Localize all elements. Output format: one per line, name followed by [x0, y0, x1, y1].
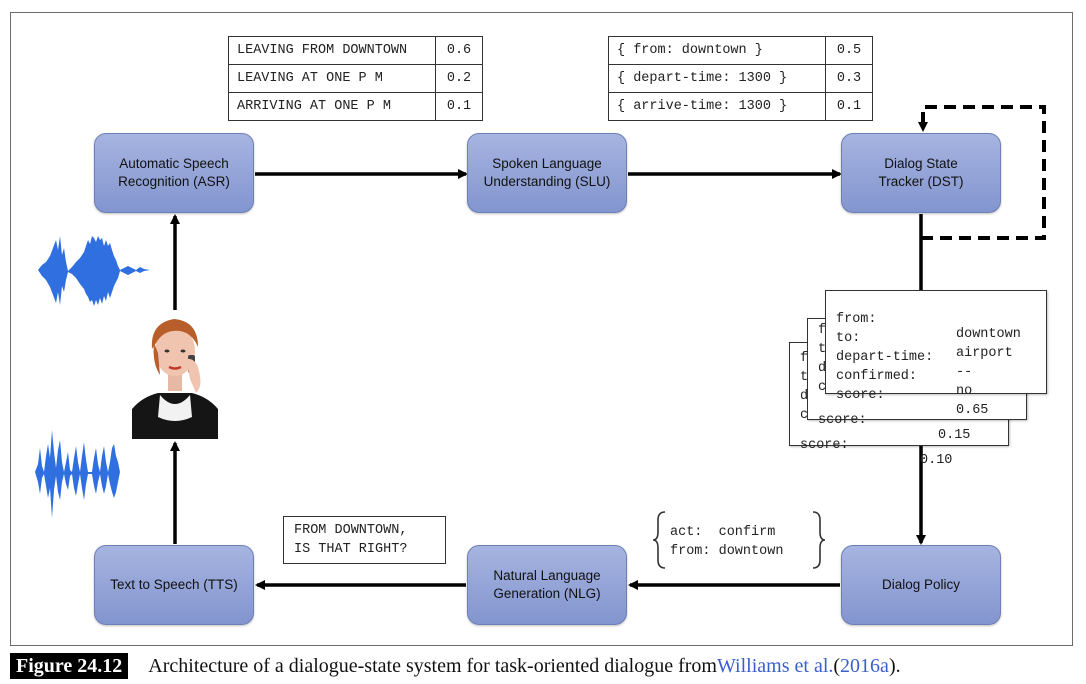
card-score-label: score:: [818, 413, 867, 428]
card-slot-row: depart-time: --: [836, 335, 1038, 380]
hypothesis-score: 0.1: [825, 92, 873, 121]
slot-name: confirmed:: [836, 369, 918, 384]
slu-node: Spoken Language Understanding (SLU): [467, 133, 627, 213]
card-slot-row: confirmed: no: [836, 354, 1038, 399]
hypothesis-text: ARRIVING AT ONE P M: [228, 92, 436, 121]
dst-node: Dialog State Tracker (DST): [841, 133, 1001, 213]
slu-hypotheses-table: { from: downtown }0.5 { depart-time: 130…: [608, 36, 873, 121]
figure-caption: Figure 24.12 Architecture of a dialogue-…: [10, 652, 901, 680]
waveform-output-icon: [35, 430, 120, 518]
card-peek-char: d: [800, 389, 809, 404]
citation-link[interactable]: Williams et al.: [716, 654, 834, 677]
hypothesis-text: LEAVING AT ONE P M: [228, 64, 436, 93]
slot-name: from:: [836, 312, 877, 327]
card-score-label: score:: [800, 438, 849, 453]
asr-node: Automatic Speech Recognition (ASR): [94, 133, 254, 213]
card-score-row: score: 0.15: [818, 398, 1018, 443]
hypothesis-score: 0.3: [825, 64, 873, 93]
hypothesis-text: LEAVING FROM DOWNTOWN: [228, 36, 436, 65]
card-peek-char: f: [818, 323, 827, 338]
slot-value: airport: [956, 346, 1013, 361]
hypothesis-score: 0.1: [435, 92, 483, 121]
card-score-row: score: 0.10: [800, 423, 1000, 468]
card-peek-char: t: [818, 342, 827, 357]
citation-paren-open: (: [833, 654, 841, 677]
slot-value: --: [956, 365, 973, 380]
user-photo: [132, 313, 218, 439]
table-row: { arrive-time: 1300 }0.1: [608, 92, 873, 121]
dst-state-card-front: from: downtown to: airport depart-time: …: [825, 290, 1047, 418]
card-slot-row: to: airport: [836, 316, 1038, 361]
citation-paren-close: ).: [888, 654, 901, 677]
card-score-value: 0.10: [920, 453, 953, 468]
tts-node: Text to Speech (TTS): [94, 545, 254, 625]
slot-name: depart-time:: [836, 350, 934, 365]
hypothesis-text: { depart-time: 1300 }: [608, 64, 826, 93]
dst-self-loop-arrow: [918, 105, 1046, 240]
slot-name: score:: [836, 388, 885, 403]
waveform-input-icon: [38, 236, 150, 306]
card-peek-char: t: [800, 370, 809, 385]
hypothesis-score: 0.2: [435, 64, 483, 93]
card-peek-char: f: [800, 351, 809, 366]
hypothesis-text: { from: downtown }: [608, 36, 826, 65]
card-slot-row: from: downtown: [836, 297, 1038, 342]
card-slot-row: score: 0.65: [836, 373, 1038, 418]
policy-slot-line: from: downtown: [670, 544, 784, 559]
slot-value: downtown: [956, 327, 1021, 342]
hypothesis-text: { arrive-time: 1300 }: [608, 92, 826, 121]
caption-text: Architecture of a dialogue-state system …: [148, 654, 717, 677]
citation-year-link[interactable]: 2016a: [840, 654, 889, 677]
table-row: { from: downtown }0.5: [608, 36, 873, 65]
hypothesis-score: 0.5: [825, 36, 873, 65]
card-peek-char: c: [800, 408, 809, 423]
slot-value: no: [956, 384, 973, 399]
slot-value: 0.65: [956, 403, 989, 418]
card-peek-char: d: [818, 361, 827, 376]
table-row: { depart-time: 1300 }0.3: [608, 64, 873, 93]
figure-label: Figure 24.12: [10, 653, 129, 679]
nlg-output-box: FROM DOWNTOWN, IS THAT RIGHT?: [283, 516, 446, 564]
hypothesis-score: 0.6: [435, 36, 483, 65]
card-score-value: 0.15: [938, 428, 971, 443]
policy-act-line: act: confirm: [670, 525, 776, 540]
card-peek-char: c: [818, 380, 827, 395]
nlg-node: Natural Language Generation (NLG): [467, 545, 627, 625]
slot-name: to:: [836, 331, 861, 346]
dialog-policy-node: Dialog Policy: [841, 545, 1001, 625]
